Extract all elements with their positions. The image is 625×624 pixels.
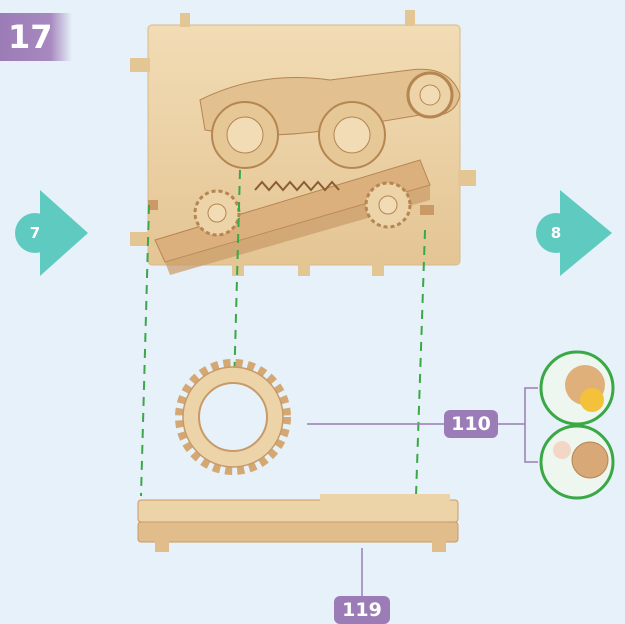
step-number: 17 bbox=[0, 13, 72, 61]
gear-icon bbox=[180, 364, 286, 470]
next-step-number: 8 bbox=[541, 224, 571, 242]
magnifier-detail-icon bbox=[541, 352, 613, 498]
prev-step-number: 7 bbox=[20, 224, 50, 242]
leader-lines bbox=[307, 388, 538, 596]
rail-part bbox=[138, 494, 458, 552]
rail-part-label: 119 bbox=[334, 596, 390, 624]
gear-part-label: 110 bbox=[444, 410, 498, 438]
